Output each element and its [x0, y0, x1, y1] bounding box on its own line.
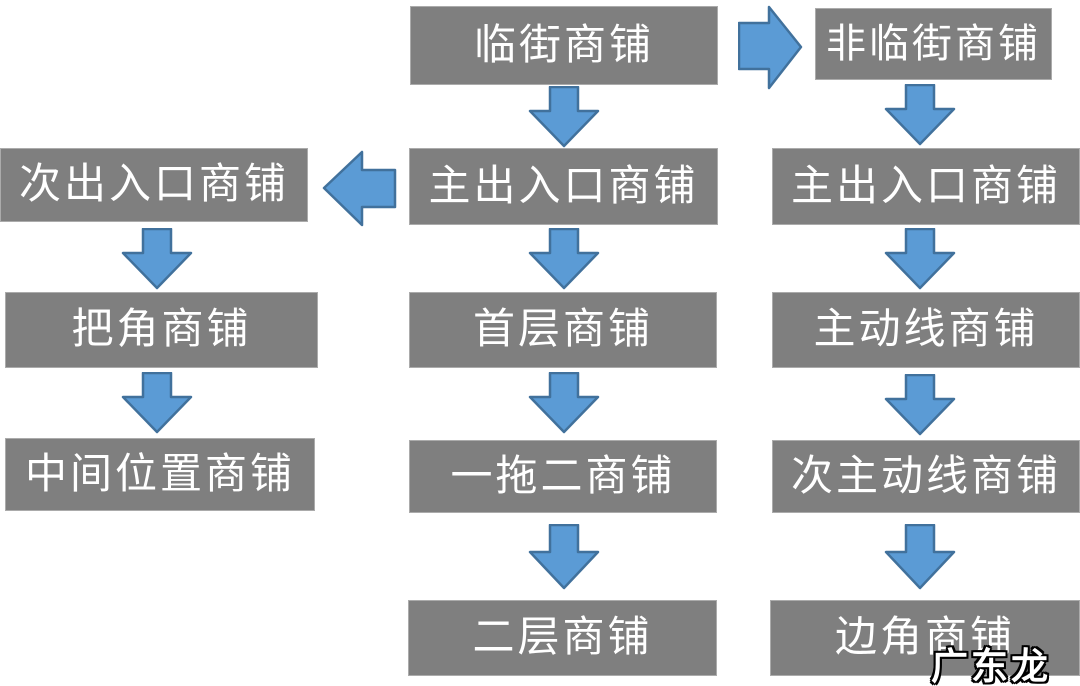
node-street-front: 临街商铺: [410, 6, 718, 85]
node-main-circulation-label: 主动线商铺: [813, 307, 1039, 353]
node-middle-position: 中间位置商铺: [5, 438, 315, 511]
node-edge-corner-label: 边角商铺: [834, 615, 1015, 661]
node-secondary-circulation-label: 次主动线商铺: [790, 453, 1061, 500]
node-corner: 把角商铺: [5, 292, 318, 368]
node-first-floor: 首层商铺: [409, 292, 717, 368]
down-arrow-icon: [884, 228, 956, 290]
node-one-two-duplex-label: 一拖二商铺: [450, 453, 676, 500]
node-non-street: 非临街商铺: [815, 8, 1052, 80]
down-arrow-icon: [528, 524, 600, 590]
down-arrow-icon: [121, 228, 193, 290]
node-main-entrance-right: 主出入口商铺: [772, 148, 1080, 225]
node-main-entrance-center: 主出入口商铺: [409, 148, 718, 225]
down-arrow-icon: [884, 524, 956, 590]
node-secondary-circulation: 次主动线商铺: [772, 440, 1080, 513]
node-non-street-label: 非临街商铺: [826, 21, 1041, 66]
down-arrow-icon: [528, 372, 600, 434]
node-one-two-duplex: 一拖二商铺: [409, 440, 717, 513]
node-first-floor-label: 首层商铺: [472, 307, 653, 353]
down-arrow-icon: [884, 84, 956, 146]
node-second-floor-label: 二层商铺: [472, 615, 653, 661]
node-second-floor: 二层商铺: [408, 600, 717, 676]
node-middle-position-label: 中间位置商铺: [24, 451, 295, 498]
node-edge-corner: 边角商铺: [770, 600, 1080, 676]
node-corner-label: 把角商铺: [71, 307, 252, 353]
node-secondary-entrance-label: 次出入口商铺: [18, 162, 289, 208]
left-arrow-icon: [322, 150, 397, 227]
down-arrow-icon: [528, 228, 600, 290]
watermark: 广东龙网: [931, 645, 1051, 686]
node-main-entrance-center-label: 主出入口商铺: [428, 163, 699, 210]
node-main-entrance-right-label: 主出入口商铺: [790, 163, 1061, 210]
down-arrow-icon: [884, 374, 956, 436]
down-arrow-icon: [528, 86, 600, 148]
node-street-front-label: 临街商铺: [473, 22, 654, 69]
node-main-circulation: 主动线商铺: [772, 292, 1080, 368]
right-arrow-icon: [738, 5, 803, 90]
node-secondary-entrance: 次出入口商铺: [0, 148, 308, 222]
down-arrow-icon: [121, 372, 193, 434]
